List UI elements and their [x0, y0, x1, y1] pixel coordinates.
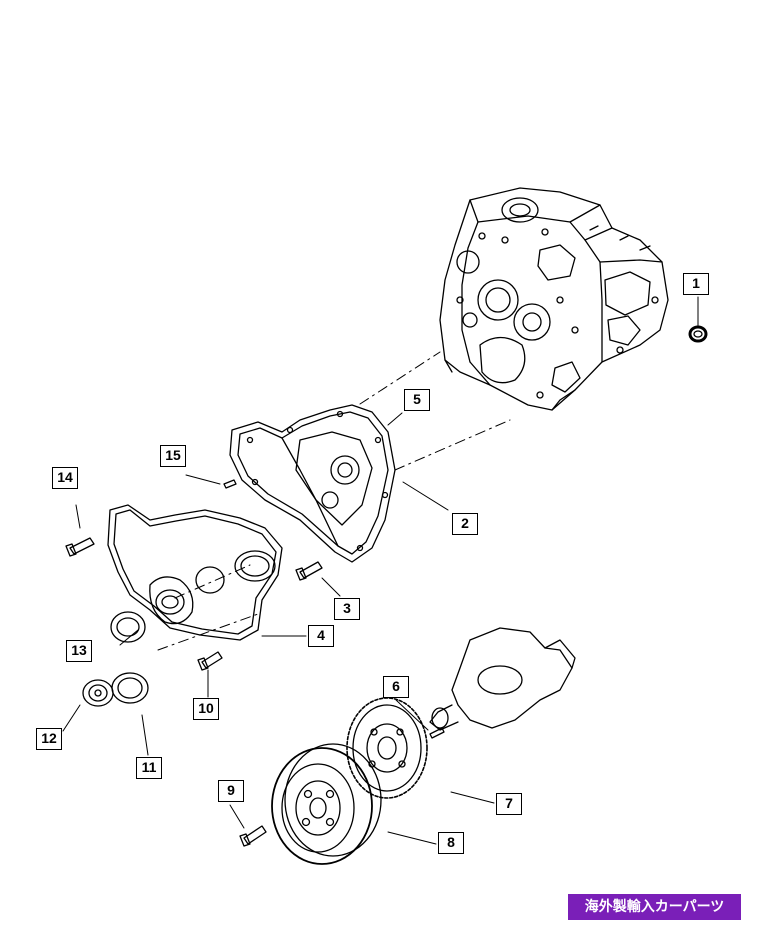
callout-4: 4 [308, 625, 334, 647]
part-4-front-cover [107, 504, 283, 641]
callout-14: 14 [52, 467, 78, 489]
callout-8: 8 [438, 832, 464, 854]
part-15-bolt [223, 479, 237, 489]
engine-block [439, 187, 669, 411]
callout-3: 3 [334, 598, 360, 620]
watermark-badge: 海外製輸入カーパーツ [568, 894, 741, 920]
leader-lines [62, 296, 699, 845]
part-12-cap [82, 679, 114, 707]
callout-7: 7 [496, 793, 522, 815]
callout-13: 13 [66, 640, 92, 662]
part-13-ring [110, 611, 146, 643]
alignment-lines [157, 351, 511, 651]
part-7-tone-wheel [346, 697, 428, 799]
callout-9: 9 [218, 780, 244, 802]
part-9-bolt [239, 825, 267, 847]
callout-1: 1 [683, 273, 709, 295]
crankshaft [429, 627, 576, 731]
callout-5: 5 [404, 389, 430, 411]
part-10-bolt [197, 651, 223, 671]
part-11-ring [111, 672, 149, 704]
part-14-bolt [65, 537, 95, 557]
callout-12: 12 [36, 728, 62, 750]
part-3-bolt [295, 561, 323, 581]
callout-11: 11 [136, 757, 162, 779]
callout-6: 6 [383, 676, 409, 698]
part-1-seal [688, 325, 708, 343]
part-5-gear-housing [229, 404, 396, 563]
part-6-pin [429, 727, 445, 739]
seal-housing [149, 576, 194, 625]
callout-10: 10 [193, 698, 219, 720]
part-8-damper [271, 743, 382, 865]
callout-2: 2 [452, 513, 478, 535]
callout-15: 15 [160, 445, 186, 467]
